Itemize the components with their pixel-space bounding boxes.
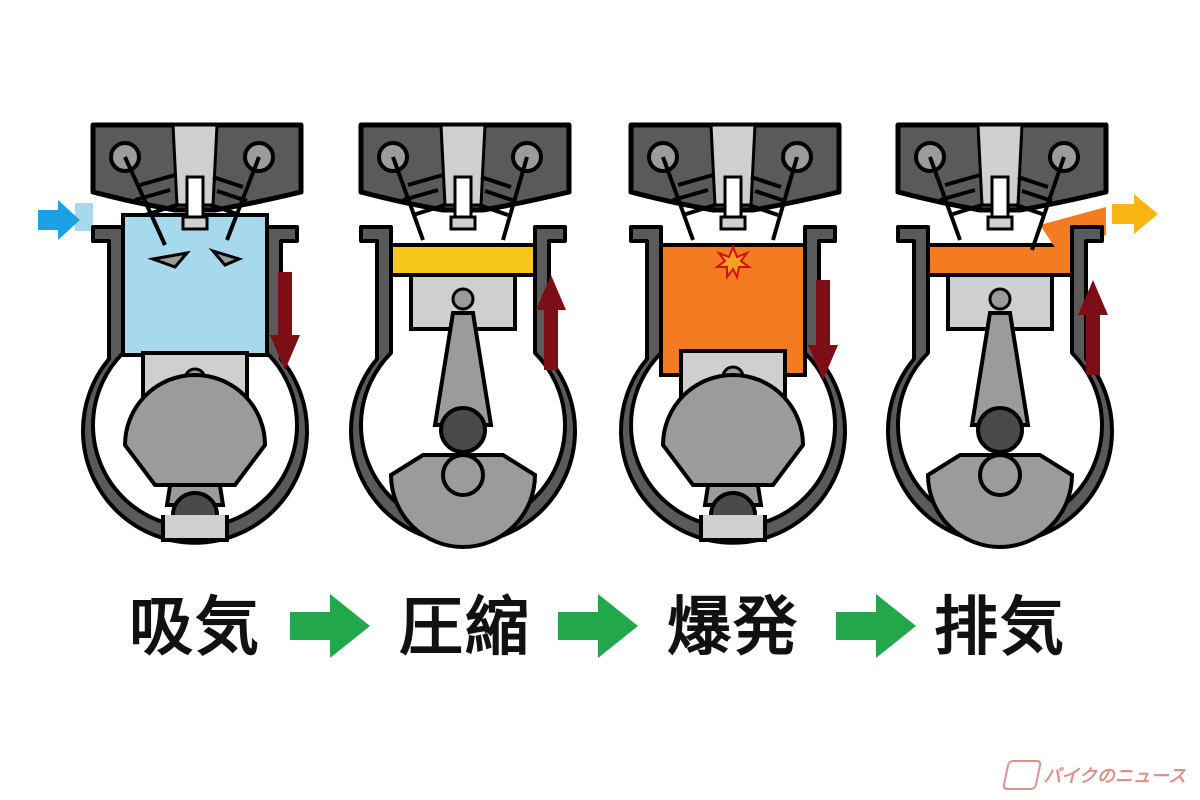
piston-motion-down-arrow-intake [270, 272, 300, 370]
cylinder-gas [926, 243, 1074, 277]
engine-compression [349, 125, 577, 549]
stage-label-compression: 圧縮 [399, 591, 531, 665]
crankpin [976, 406, 1024, 454]
engine-combustion [619, 125, 847, 545]
stage-transition-arrow-icon [290, 594, 370, 658]
engine-intake [75, 125, 309, 545]
cylinder-gas [389, 243, 537, 277]
stage-label-combustion: 爆発 [667, 591, 799, 665]
spark-icon [714, 244, 752, 281]
piston-motion-down-arrow-combustion [808, 280, 838, 380]
piston-motion-up-arrow-compression [536, 275, 566, 370]
stage-label-exhaust: 排気 [934, 591, 1066, 665]
watermark-logo-icon [1002, 760, 1043, 790]
crankpin [439, 406, 487, 454]
intake-port-gas [75, 203, 93, 231]
stage-transition-arrow-icon [836, 594, 916, 658]
exhaust-flow-arrow [1112, 194, 1158, 234]
cylinder-gas [121, 213, 269, 357]
intake-flow-arrow [38, 200, 80, 240]
watermark: バイクのニュース [1002, 760, 1186, 790]
engine-exhaust [886, 125, 1114, 549]
stage-transition-arrow-icon [558, 594, 638, 658]
piston-motion-up-arrow-exhaust [1078, 280, 1108, 375]
watermark-text: バイクのニュース [1043, 766, 1186, 787]
stage-label-intake: 吸気 [129, 591, 261, 665]
